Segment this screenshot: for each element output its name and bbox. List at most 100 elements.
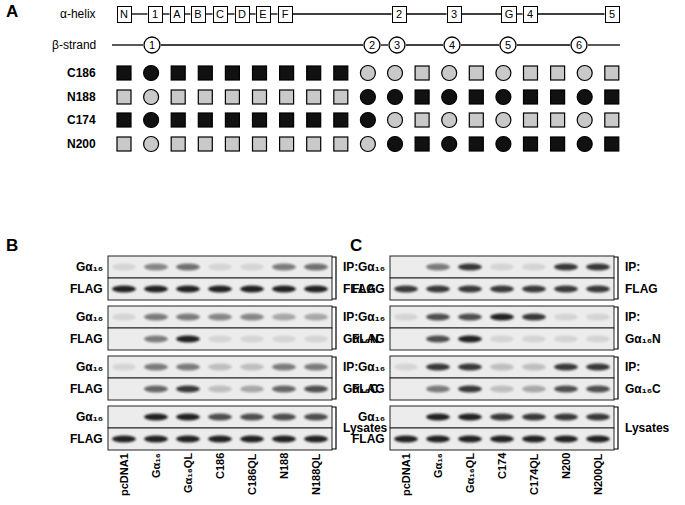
blot-band: [272, 336, 296, 343]
blot-band: [208, 286, 232, 293]
strand-block: [388, 66, 403, 81]
helix-block: [253, 90, 267, 104]
helix-block: [334, 90, 348, 104]
construct-label: C186: [67, 66, 96, 80]
blot-band: [304, 414, 328, 421]
helix-block: [551, 137, 565, 151]
bracket: [614, 357, 618, 399]
helix-box: N: [117, 6, 132, 23]
blot-row-label: FLAG: [352, 432, 385, 446]
node-text: A: [173, 8, 180, 20]
helix-block: [225, 90, 239, 104]
helix-block: [280, 113, 294, 127]
helix-block: [307, 113, 321, 127]
connector: [161, 44, 363, 45]
blot-band: [490, 436, 514, 443]
node-text: 3: [451, 8, 457, 20]
lane-label: Gα₁₆QL: [182, 453, 195, 493]
helix-block: [280, 137, 294, 151]
blot-band: [304, 386, 328, 393]
connector: [538, 13, 605, 14]
bracket-label: IP:: [625, 360, 640, 374]
connector: [206, 13, 213, 14]
node-text: 1: [149, 39, 155, 51]
bracket: [614, 407, 618, 449]
node-text: B: [194, 8, 201, 20]
row-label: α-helix: [60, 7, 96, 21]
blot-band: [304, 314, 328, 321]
circle-shape: [444, 37, 460, 53]
blot-band: [208, 314, 232, 321]
helix-block: [334, 66, 348, 80]
blot-band: [112, 314, 136, 321]
blot-row-label: FLAG: [70, 332, 103, 346]
helix-block: [280, 66, 294, 80]
blot-row-label: FLAG: [70, 382, 103, 396]
blot-band: [304, 364, 328, 371]
bracket: [332, 357, 336, 399]
blot-band: [554, 436, 578, 443]
blot-band: [554, 364, 578, 371]
helix-block: [198, 113, 212, 127]
helix-block: [117, 66, 131, 80]
blot-band: [240, 314, 264, 321]
blot-band: [522, 436, 546, 443]
blot-band: [240, 286, 264, 293]
strand-circle: 4: [443, 36, 461, 54]
blot-row-label: Gα₁₆: [358, 410, 385, 424]
bracket-label: Lysates: [625, 421, 669, 435]
strand-block: [577, 137, 592, 152]
blot-band: [522, 336, 546, 343]
blot-band: [426, 364, 450, 371]
helix-box: A: [170, 6, 185, 23]
blot-band: [586, 436, 610, 443]
helix-block: [117, 137, 131, 151]
blot-band: [144, 264, 168, 271]
node-text: N: [120, 8, 128, 20]
blot-band: [176, 314, 200, 321]
blot-band: [304, 436, 328, 443]
circle-shape: [500, 37, 516, 53]
blot-band: [112, 364, 136, 371]
helix-block: [415, 90, 429, 104]
blot-row-label: Gα₁₆: [358, 260, 385, 274]
helix-block: [307, 66, 321, 80]
blot-band: [426, 286, 450, 293]
blot-band: [176, 386, 200, 393]
blot-band: [240, 336, 264, 343]
bracket-label: IP:: [343, 260, 358, 274]
connector: [163, 13, 170, 14]
blot-band: [586, 364, 610, 371]
blot-band: [586, 264, 610, 271]
strand-block: [144, 137, 159, 152]
circle-shape: [144, 37, 160, 53]
blot-band: [458, 364, 482, 371]
helix-block: [605, 137, 619, 151]
helix-box: C: [213, 6, 228, 23]
blot-band: [490, 264, 514, 271]
helix-block: [171, 66, 185, 80]
bracket: [332, 407, 336, 449]
helix-block: [469, 90, 483, 104]
blot-band: [458, 436, 482, 443]
helix-block: [334, 137, 348, 151]
helix-block: [117, 113, 131, 127]
blot-band: [208, 386, 232, 393]
blot-band: [490, 314, 514, 321]
helix-block: [117, 90, 131, 104]
blot-row-label: Gα₁₆: [358, 360, 385, 374]
blot-band: [426, 314, 450, 321]
node-text: 6: [576, 39, 582, 51]
bracket-label: Gα₁₆N: [625, 332, 661, 346]
blot-row-label: Gα₁₆: [76, 310, 103, 324]
blot-band: [554, 264, 578, 271]
helix-block: [334, 113, 348, 127]
blot-band: [272, 286, 296, 293]
blot-strip: [390, 406, 614, 428]
bracket: [332, 257, 336, 299]
blot-band: [176, 286, 200, 293]
helix-block: [253, 66, 267, 80]
blot-band: [490, 364, 514, 371]
strand-circle: 1: [143, 36, 161, 54]
helix-box: 1: [148, 6, 163, 23]
